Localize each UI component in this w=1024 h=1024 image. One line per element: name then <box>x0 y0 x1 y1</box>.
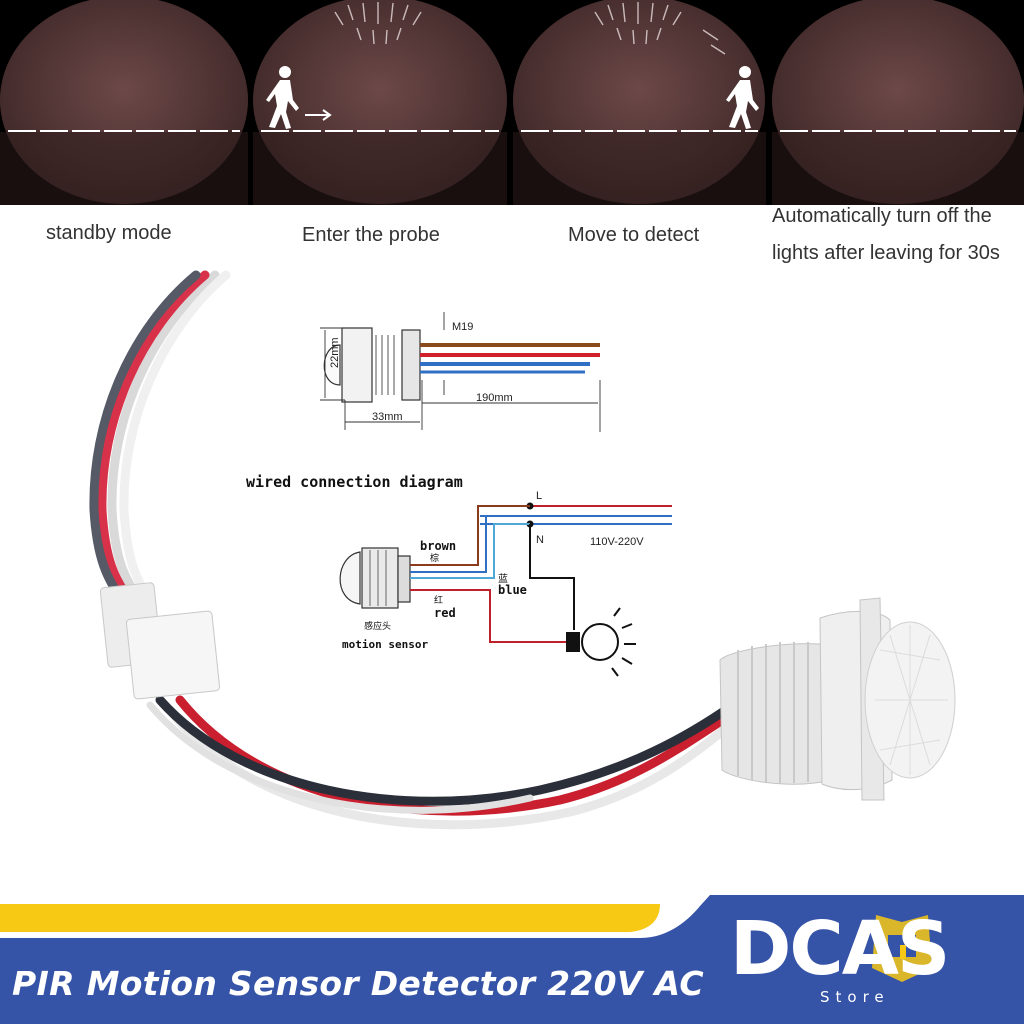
standby-panel <box>0 0 248 205</box>
neutral-label: N <box>536 534 544 546</box>
walking-person-icon <box>726 66 759 129</box>
line-label: L <box>536 490 542 502</box>
body-length-dim-label: 33mm <box>372 411 403 423</box>
title-banner <box>0 895 1024 1024</box>
brown-wire-label: brown <box>420 539 456 553</box>
enter-panel <box>253 0 507 205</box>
blue-wire-label: blue <box>498 583 527 597</box>
off-lens-view <box>772 0 1024 205</box>
sensor-cn-label: 感应头 <box>364 620 391 632</box>
banner-yellow-stripe <box>0 904 660 932</box>
wiring-diagram-title: wired connection diagram <box>246 473 463 491</box>
sensor-cable <box>89 270 743 830</box>
caption-detect: Move to detect <box>568 224 700 246</box>
product-photo: 22mm M19 33mm 190mm wired connection dia… <box>89 270 956 830</box>
banner-blue-band <box>0 895 1024 1024</box>
height-dim-label: 22mm <box>329 337 341 368</box>
wire-length-dim-label: 190mm <box>476 392 513 404</box>
voltage-label: 110V-220V <box>590 536 644 548</box>
motion-sensor-label: motion sensor <box>342 638 428 651</box>
dimension-diagram: 22mm M19 33mm 190mm <box>320 312 601 432</box>
thread-dim-label: M19 <box>452 321 473 333</box>
caption-standby: standby mode <box>46 222 172 244</box>
store-logo-subtitle: Store <box>820 988 890 1006</box>
red-wire-label: red <box>434 606 456 620</box>
caption-auto-off-line2: lights after leaving for 30s <box>772 242 1000 264</box>
walking-person-icon <box>266 66 299 129</box>
off-panel <box>772 0 1024 205</box>
mode-illustration-strip <box>0 0 1024 205</box>
wiring-diagram: wired connection diagram L N 110V-220V <box>246 473 672 677</box>
caption-enter: Enter the probe <box>302 224 440 246</box>
detect-lens-view <box>513 0 766 205</box>
pir-sensor-body <box>719 597 956 801</box>
blue-wire-cn: 蓝 <box>498 573 508 585</box>
detect-panel <box>513 0 766 205</box>
logo-emblem-icon <box>872 915 932 982</box>
red-wire-cn: 红 <box>434 594 443 606</box>
arrow-right-icon <box>305 109 332 121</box>
enter-lens-view <box>253 0 507 205</box>
store-logo: DCAS <box>730 906 950 992</box>
standby-lens-view <box>0 0 248 205</box>
product-title: PIR Motion Sensor Detector 220V AC <box>12 964 704 1003</box>
light-bulb-icon <box>566 607 636 677</box>
wire-connector <box>99 582 221 700</box>
brown-wire-cn: 棕 <box>430 552 439 564</box>
caption-auto-off-line1: Automatically turn off the <box>772 205 992 227</box>
